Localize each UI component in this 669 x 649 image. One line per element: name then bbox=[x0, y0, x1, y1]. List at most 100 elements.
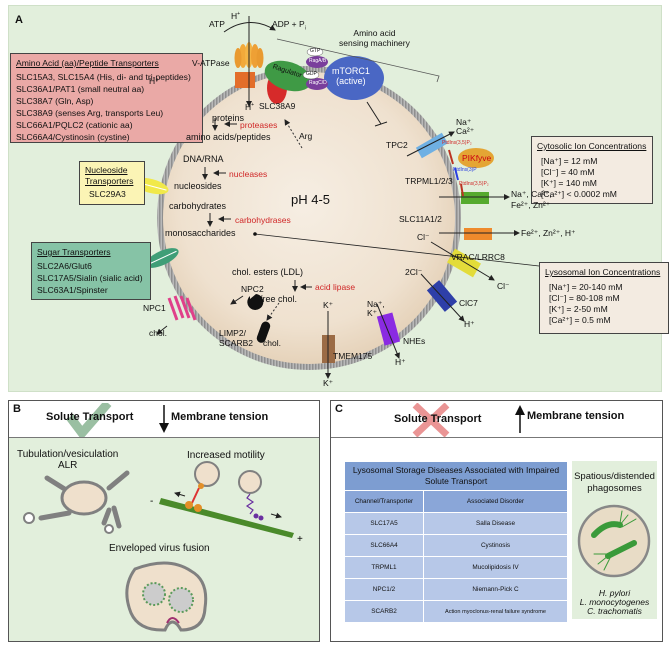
microtubule-icon bbox=[159, 498, 294, 538]
proteases-label: proteases bbox=[240, 120, 278, 130]
ph-label: pH 4-5 bbox=[291, 192, 331, 207]
cell-channel: SCARB2 bbox=[345, 601, 423, 622]
cell-channel: TRPML1 bbox=[345, 557, 423, 578]
slc38a9-label: SLC38A9 bbox=[259, 101, 296, 111]
phagosomes-panel: Spatious/distended phagosomes H. pylori … bbox=[572, 461, 657, 619]
monosaccharides-label: monosaccharides bbox=[165, 228, 236, 238]
bacterium-icon bbox=[591, 510, 637, 571]
sugar-transporters-box: Sugar Transporters SLC2A6/Glut6 SLC17A5/… bbox=[31, 242, 151, 300]
vrac-cl-out-label: Cl⁻ bbox=[497, 281, 510, 291]
rag-cd-label: RagC/D bbox=[309, 80, 327, 86]
npc2-icon bbox=[247, 294, 264, 310]
membrane-tension-label: Membrane tension bbox=[171, 411, 269, 423]
pi35p2-label-b: PtdIns(3,5)P₂ bbox=[459, 181, 489, 187]
aa-h-plus-label: H⁺ bbox=[149, 76, 160, 86]
sugar-box-title: Sugar Transporters bbox=[37, 247, 111, 257]
cell-channel: SLC17A5 bbox=[345, 513, 423, 534]
trpml-label: TRPML1/2/3 bbox=[405, 176, 453, 186]
panel-b-illustrations: - + bbox=[23, 461, 303, 632]
panel-letter-c: C bbox=[335, 403, 343, 415]
adp-label: ADP + Pi bbox=[272, 19, 306, 32]
free-chol-label: free chol. bbox=[260, 294, 298, 304]
trpml-icon bbox=[461, 192, 489, 204]
ragulator-icon bbox=[264, 60, 312, 92]
mtorc1-icon bbox=[324, 56, 384, 100]
amino-acid-item: SLC66A4/Cystinosin (cystine) bbox=[16, 132, 130, 142]
sugar-item: SLC2A6/Glut6 bbox=[37, 261, 92, 271]
nhes-icon bbox=[376, 312, 401, 346]
lsd-table: Lysosomal Storage Diseases Associated wi… bbox=[344, 461, 568, 623]
nucleoside-item: SLC29A3 bbox=[89, 189, 126, 199]
npc2-label: NPC2 bbox=[241, 284, 264, 294]
slc11a-label: SLC11A1/2 bbox=[399, 214, 442, 224]
cytosolic-ion-item: [Cl⁻] = 40 mM bbox=[541, 167, 595, 177]
tmem-k-out-label: K⁺ bbox=[323, 378, 334, 388]
nucleosides-label: nucleosides bbox=[174, 181, 222, 191]
pikfyve-label: PIKfyve bbox=[462, 153, 492, 163]
pi35p2-label-a: PtdIns(3,5)P₂ bbox=[442, 140, 472, 146]
amino-acid-item: SLC38A9 (senses Arg, transports Leu) bbox=[16, 108, 164, 118]
nhes-h-label: H⁺ bbox=[395, 357, 406, 367]
pikfyve-icon bbox=[458, 148, 494, 168]
arrow-up-icon bbox=[515, 405, 525, 433]
lsd-table-caption: Lysosomal Storage Diseases Associated wi… bbox=[345, 462, 567, 490]
nhes-label: NHEs bbox=[403, 336, 426, 346]
mtorc1-label: mTORC1(active) bbox=[332, 66, 370, 86]
gdp-icon bbox=[302, 70, 320, 80]
check-icon bbox=[66, 403, 112, 437]
limp2-icon bbox=[256, 321, 271, 343]
tpc2-ions-label: Na⁺Ca²⁺ bbox=[456, 117, 475, 136]
lysosomal-ion-item: [Cl⁻] = 80-108 mM bbox=[549, 293, 620, 303]
dynein-motor-icon bbox=[185, 483, 204, 512]
virus-icon bbox=[142, 582, 166, 606]
nucleases-label: nucleases bbox=[229, 169, 268, 179]
column-header-channel: Channel/Transporter bbox=[345, 491, 423, 512]
rag-ab-icon bbox=[306, 56, 328, 68]
cell-disorder: Niemann-Pick C bbox=[424, 579, 567, 600]
kinesin-motor-icon bbox=[245, 493, 264, 521]
lysosome-vesicle-icon bbox=[238, 470, 262, 494]
plus-end-label: + bbox=[297, 534, 303, 545]
vesicle-icon bbox=[23, 512, 35, 524]
vrac-cl-in-label: Cl⁻ bbox=[417, 232, 430, 242]
dna-rna-label: DNA/RNA bbox=[183, 154, 224, 164]
vrac-label: VRAC/LRRC8 bbox=[451, 252, 505, 262]
cell-disorder: Cystinosis bbox=[424, 535, 567, 556]
panel-a: A bbox=[8, 5, 669, 392]
cell-disorder: Salla Disease bbox=[424, 513, 567, 534]
virus-fusion-label: Enveloped virus fusion bbox=[109, 543, 210, 554]
sugar-transporter-icon bbox=[145, 248, 179, 268]
acid-lipase-label: acid lipase bbox=[315, 282, 356, 292]
amino-acid-item: SLC66A1/PQLC2 (cationic aa) bbox=[16, 120, 133, 130]
v-atpase-label: V-ATPase bbox=[192, 58, 230, 68]
amino-acid-box-title: Amino Acid (aa)/Peptide Transporters bbox=[16, 58, 159, 68]
panel-b-header: B Solute Transport Membrane tension bbox=[9, 401, 319, 438]
arg-label: Arg bbox=[299, 131, 313, 141]
arrow-down-icon bbox=[159, 405, 169, 433]
cell-channel: SLC66A4 bbox=[345, 535, 423, 556]
phagosomes-title: Spatious/distended phagosomes bbox=[574, 471, 655, 494]
lysosome-diagram bbox=[122, 16, 540, 379]
chol-esters-label: chol. esters (LDL) bbox=[232, 267, 304, 277]
clc7-label: ClC7 bbox=[459, 298, 478, 308]
virus-icon bbox=[168, 587, 194, 613]
lysosomal-box-title: Lysosomal Ion Concentrations bbox=[545, 267, 661, 277]
atp-label: ATP bbox=[209, 19, 225, 29]
lysosome-vesicle-icon bbox=[194, 461, 220, 487]
clc7-h-label: H⁺ bbox=[464, 319, 475, 329]
amino-acid-item: SLC15A3, SLC15A4 (His, di- and tri-pepti… bbox=[16, 72, 191, 82]
amino-acids-label: amino acids/peptides bbox=[186, 132, 271, 142]
cell-disorder: Action myoclonus-renal failure syndrome bbox=[424, 601, 567, 622]
nucleoside-box-title: Transporters bbox=[85, 176, 134, 186]
h-plus-top-label: H+ bbox=[231, 11, 241, 21]
motility-label: Increased motility bbox=[187, 450, 265, 461]
panel-letter-b: B bbox=[13, 403, 21, 415]
panel-c: C Solute Transport Membrane tension Lyso… bbox=[330, 400, 663, 642]
